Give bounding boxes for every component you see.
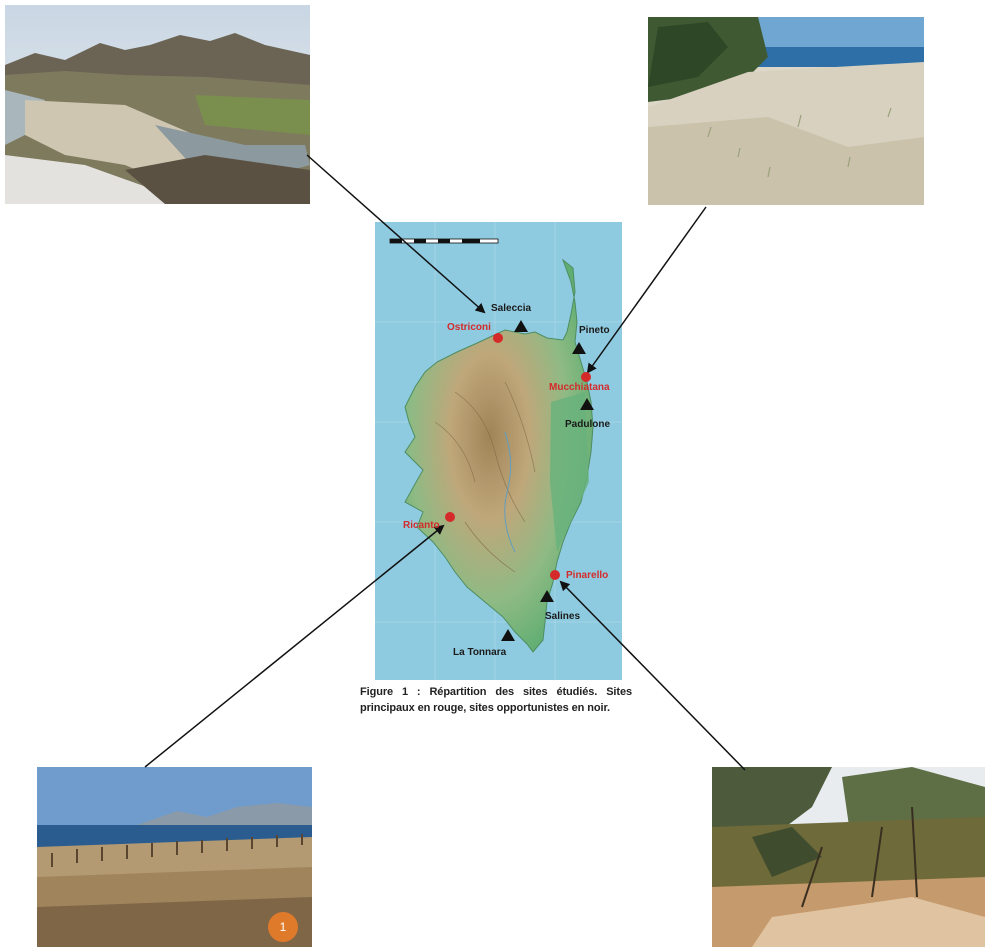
- photo-ostriconi: [5, 5, 310, 204]
- corsica-island: [404, 258, 594, 653]
- caption-text: Répartition des sites étudiés. Sites pri…: [360, 686, 632, 714]
- photo-pinarello: [712, 767, 985, 947]
- figure-caption: Figure 1 : Répartition des sites étudiés…: [360, 684, 632, 716]
- photo-number-badge: 1: [268, 912, 298, 942]
- caption-label: Figure 1 :: [360, 686, 421, 698]
- photo-ricanto: [37, 767, 312, 947]
- corsica-map: [375, 222, 622, 680]
- photo-mucchiatana: [648, 17, 924, 205]
- scale-bar: [389, 238, 499, 244]
